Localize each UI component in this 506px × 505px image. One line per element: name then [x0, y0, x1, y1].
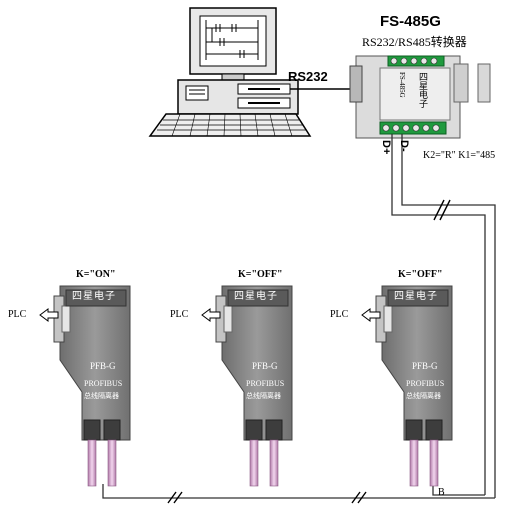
jumper-note: K2="R" K1="485 [423, 150, 496, 161]
cable-gland [405, 419, 423, 441]
isolator-body [381, 285, 453, 441]
cable-gland [83, 419, 101, 441]
d-plus-label: D+ [380, 140, 392, 155]
bus-cable [107, 439, 117, 487]
brand-plate [387, 289, 449, 307]
plc-arrow-icon [201, 308, 221, 322]
plc-arrow-icon [361, 308, 381, 322]
converter-subtitle: RS232/RS485转换器 [362, 35, 467, 49]
node-model: PFB-G [90, 361, 116, 371]
switch-label: K="OFF" [238, 269, 283, 280]
cable-gland [265, 419, 283, 441]
panel-model: FS-485G [398, 72, 406, 98]
bus-cable [409, 439, 419, 487]
terminal-screws [382, 57, 440, 132]
node-model: PFB-G [252, 361, 278, 371]
plc-label: PLC [330, 309, 349, 320]
bus-b-label: B [438, 487, 445, 498]
isolator-node [201, 285, 293, 487]
rs232-label: RS232 [288, 69, 328, 84]
plc-label: PLC [8, 309, 27, 320]
node-brand: 四星电子 [234, 291, 278, 302]
plc-arrow-icon [39, 308, 59, 322]
cable-gland [103, 419, 121, 441]
isolator-body [221, 285, 293, 441]
bus-cable [269, 439, 279, 487]
isolator-node [361, 285, 453, 487]
pc-screen [199, 15, 267, 67]
node-desc: 总线隔离器 [84, 392, 119, 400]
d-minus-label: D- [398, 140, 410, 152]
ladder-logic-icon [205, 20, 259, 60]
switch-label: K="ON" [76, 269, 116, 280]
node-brand: 四星电子 [72, 291, 116, 302]
cable-gland [245, 419, 263, 441]
node-brand: 四星电子 [394, 291, 438, 302]
node-desc: 总线隔离器 [406, 392, 441, 400]
isolator-node [39, 285, 131, 487]
panel-brand: 四星电子 [418, 72, 428, 108]
node-desc: 总线隔离器 [246, 392, 281, 400]
plc-label: PLC [170, 309, 189, 320]
node-model: PFB-G [412, 361, 438, 371]
bus-wiring [102, 134, 496, 499]
bus-cable [429, 439, 439, 487]
brand-plate [65, 289, 127, 307]
cable-gland [425, 419, 443, 441]
pc-computer [148, 7, 312, 137]
node-bus: PROFIBUS [84, 379, 123, 388]
break-marks [167, 199, 451, 504]
node-bus: PROFIBUS [246, 379, 285, 388]
brand-plate [227, 289, 289, 307]
bus-cable [87, 439, 97, 487]
isolator-body [59, 285, 131, 441]
switch-label: K="OFF" [398, 269, 443, 280]
db9-port [349, 65, 363, 103]
converter-title: FS-485G [380, 13, 441, 30]
bus-cable [249, 439, 259, 487]
node-bus: PROFIBUS [406, 379, 445, 388]
